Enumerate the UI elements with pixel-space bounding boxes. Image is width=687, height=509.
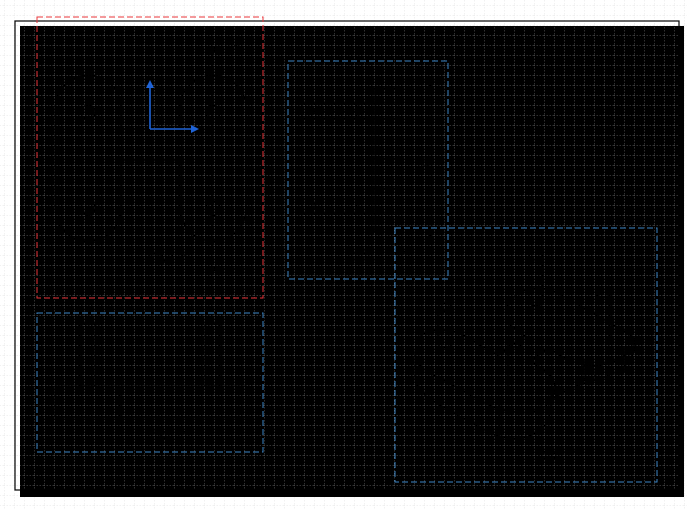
section-label-bottom: A xyxy=(234,260,238,267)
section-base xyxy=(368,87,397,233)
iso-pin-top xyxy=(528,251,544,307)
iso-pin-left xyxy=(437,302,453,349)
bottom-pin-right xyxy=(204,323,221,387)
hole-top-left xyxy=(80,104,96,120)
hole-bottom-left xyxy=(80,200,96,216)
iso-top-face xyxy=(414,287,635,414)
bottom-base xyxy=(54,385,247,418)
isometric-view-scale: Scale: 1:1 xyxy=(527,455,564,462)
dimension-value[interactable]: 100 xyxy=(423,156,430,167)
front-view-title: Front view xyxy=(149,251,186,258)
isometric-view-frame xyxy=(394,227,658,483)
front-view-frame xyxy=(36,16,264,299)
bottom-view-frame xyxy=(36,312,264,453)
axis-compass[interactable] xyxy=(146,80,199,133)
front-view-scale: Scale: 1:1 xyxy=(149,257,186,264)
sheet-border xyxy=(14,20,680,491)
section-label-top: A xyxy=(234,41,238,48)
section-marker-bottom[interactable] xyxy=(211,266,215,271)
front-view-outline xyxy=(54,74,247,242)
section-view[interactable]: 100 Section view A-A Scale: 1:1 xyxy=(287,60,449,280)
bottom-view-title: Bottom view xyxy=(149,429,189,436)
section-view-title: Section view A-A xyxy=(348,250,406,257)
bottom-view[interactable]: Bottom view Scale: 1:1 xyxy=(36,312,264,453)
bottom-pin-left xyxy=(79,323,96,387)
iso-pin-right xyxy=(595,288,611,344)
isometric-view[interactable]: Isometric view Scale: 1:1 xyxy=(394,227,658,483)
hole-top-right xyxy=(205,104,221,120)
section-pin-bottom xyxy=(301,198,370,215)
front-view[interactable]: A A Front view Scale: 1:1 xyxy=(36,16,264,299)
isometric-view-title: Isometric view xyxy=(527,449,578,456)
section-view-scale: Scale: 1:1 xyxy=(348,256,385,263)
bottom-view-scale: Scale: 1:1 xyxy=(149,435,186,442)
iso-pin-front xyxy=(507,338,523,394)
section-marker-top[interactable] xyxy=(211,47,215,52)
